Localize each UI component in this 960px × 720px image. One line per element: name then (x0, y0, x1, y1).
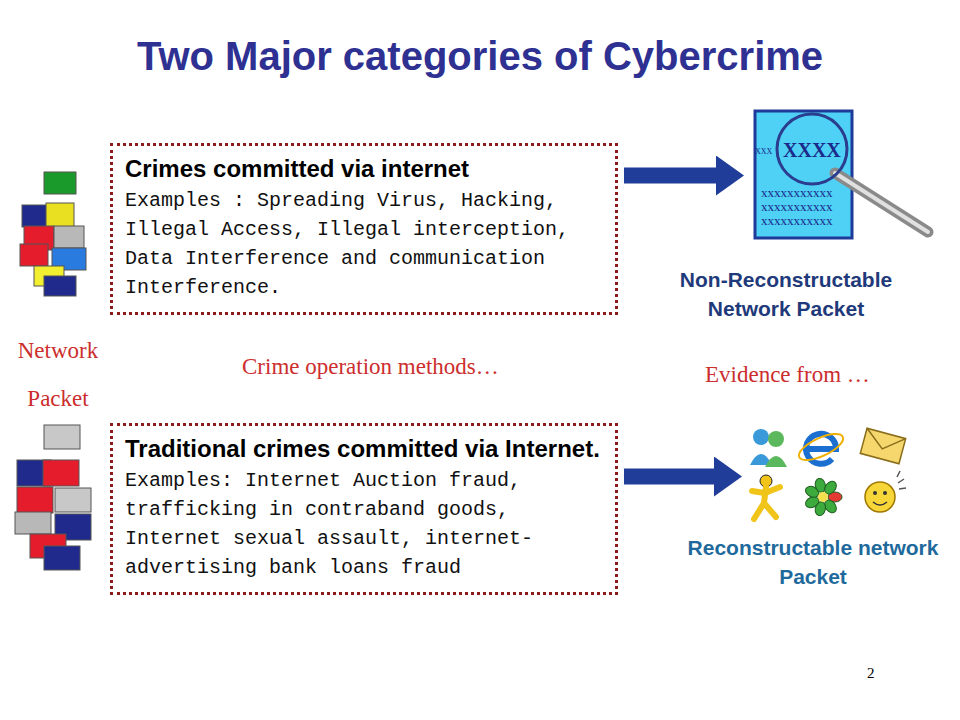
evidence-icon: Reconstructable network Packet (682, 425, 944, 595)
magnifier-lens (777, 114, 847, 184)
cube-stack-top (20, 172, 86, 296)
messengers-icon (748, 425, 908, 528)
block-arrow (624, 168, 716, 184)
crime-category-box: Traditional crimes committed via Interne… (110, 423, 618, 595)
doc-text: XXXX (783, 139, 841, 161)
page-number: 2 (867, 664, 875, 682)
diagram-title: Two Major categories of Cybercrime (0, 34, 960, 79)
messenger-icons (750, 428, 906, 519)
box-heading: Crimes committed via internet (125, 154, 603, 184)
doc-text: xxxxxxxxxxx (761, 214, 833, 228)
doc-text: xxxxxxxxxxx (761, 200, 833, 214)
doc-text: xxxxxxxxxxx (761, 186, 833, 200)
evidence-label: Evidence from … (705, 361, 870, 389)
box-body: Examples : Spreading Virus, Hacking, Ill… (125, 186, 603, 302)
doc-text: XXX (755, 147, 772, 157)
box-heading: Traditional crimes committed via Interne… (125, 434, 603, 464)
magnifier-handle (835, 173, 928, 232)
box-body: Examples: Internet Auction fraud, traffi… (125, 466, 603, 582)
cube-stack-bottom (15, 425, 91, 570)
block-arrow (624, 469, 714, 485)
document-sheet (755, 111, 852, 238)
method-label: Crime operation methods… (242, 353, 499, 381)
icon-caption: Reconstructable network Packet (682, 533, 944, 591)
icon-caption: Non-Reconstructable Network Packet (640, 265, 932, 323)
side-label: Network Packet (8, 327, 108, 423)
crime-category-box: Crimes committed via internetExamples : … (110, 143, 618, 315)
magnifier-handle-shine (835, 173, 928, 232)
